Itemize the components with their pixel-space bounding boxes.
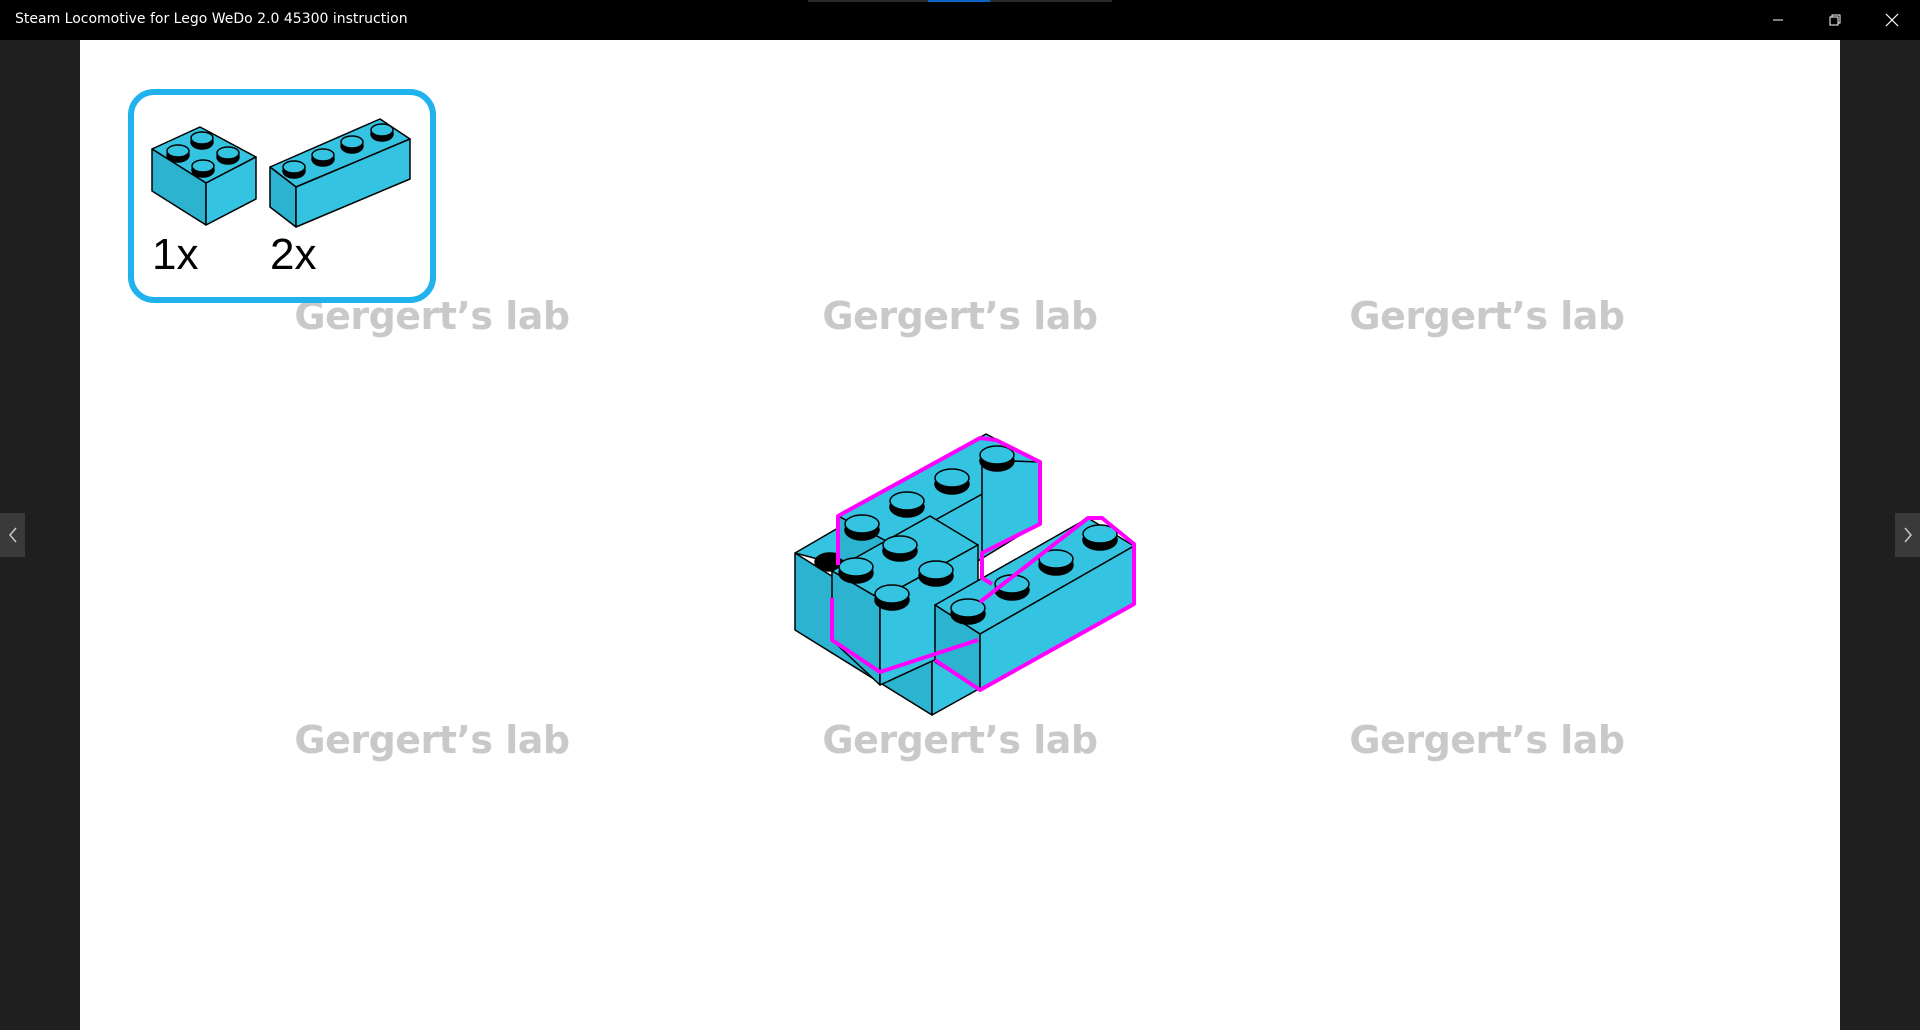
previous-page-button[interactable] (0, 513, 25, 557)
part-count-2x2: 1x (152, 230, 199, 279)
watermark: Gergert’s lab (1349, 718, 1625, 762)
restore-button[interactable] (1806, 0, 1863, 40)
brick-1x4-part (269, 118, 411, 228)
parts-list-panel: 1x 2x (128, 89, 436, 303)
minimize-button[interactable] (1749, 0, 1806, 40)
watermark: Gergert’s lab (822, 718, 1098, 762)
close-icon (1885, 13, 1898, 27)
instruction-page: Gergert’s lab Gergert’s lab Gergert’s la… (80, 40, 1840, 1030)
brick-2x2-part (151, 126, 257, 226)
window-title: Steam Locomotive for Lego WeDo 2.0 45300… (15, 11, 408, 27)
chevron-left-icon (8, 527, 17, 543)
new-brick-back (837, 433, 1041, 587)
new-brick-front (934, 517, 1135, 691)
part-count-1x4: 2x (270, 230, 317, 279)
assembly-step-illustration (794, 433, 1136, 716)
middle-brick (831, 515, 979, 686)
highlight-outline (830, 436, 1136, 692)
title-bar: Steam Locomotive for Lego WeDo 2.0 45300… (0, 0, 1920, 40)
watermark: Gergert’s lab (1349, 294, 1625, 338)
drag-indicator (808, 0, 1112, 2)
next-page-button[interactable] (1895, 513, 1920, 557)
watermark: Gergert’s lab (294, 718, 570, 762)
minimize-icon (1772, 19, 1783, 21)
restore-icon (1829, 14, 1840, 26)
close-button[interactable] (1863, 0, 1920, 40)
watermark: Gergert’s lab (822, 294, 1098, 338)
chevron-right-icon (1903, 527, 1912, 543)
